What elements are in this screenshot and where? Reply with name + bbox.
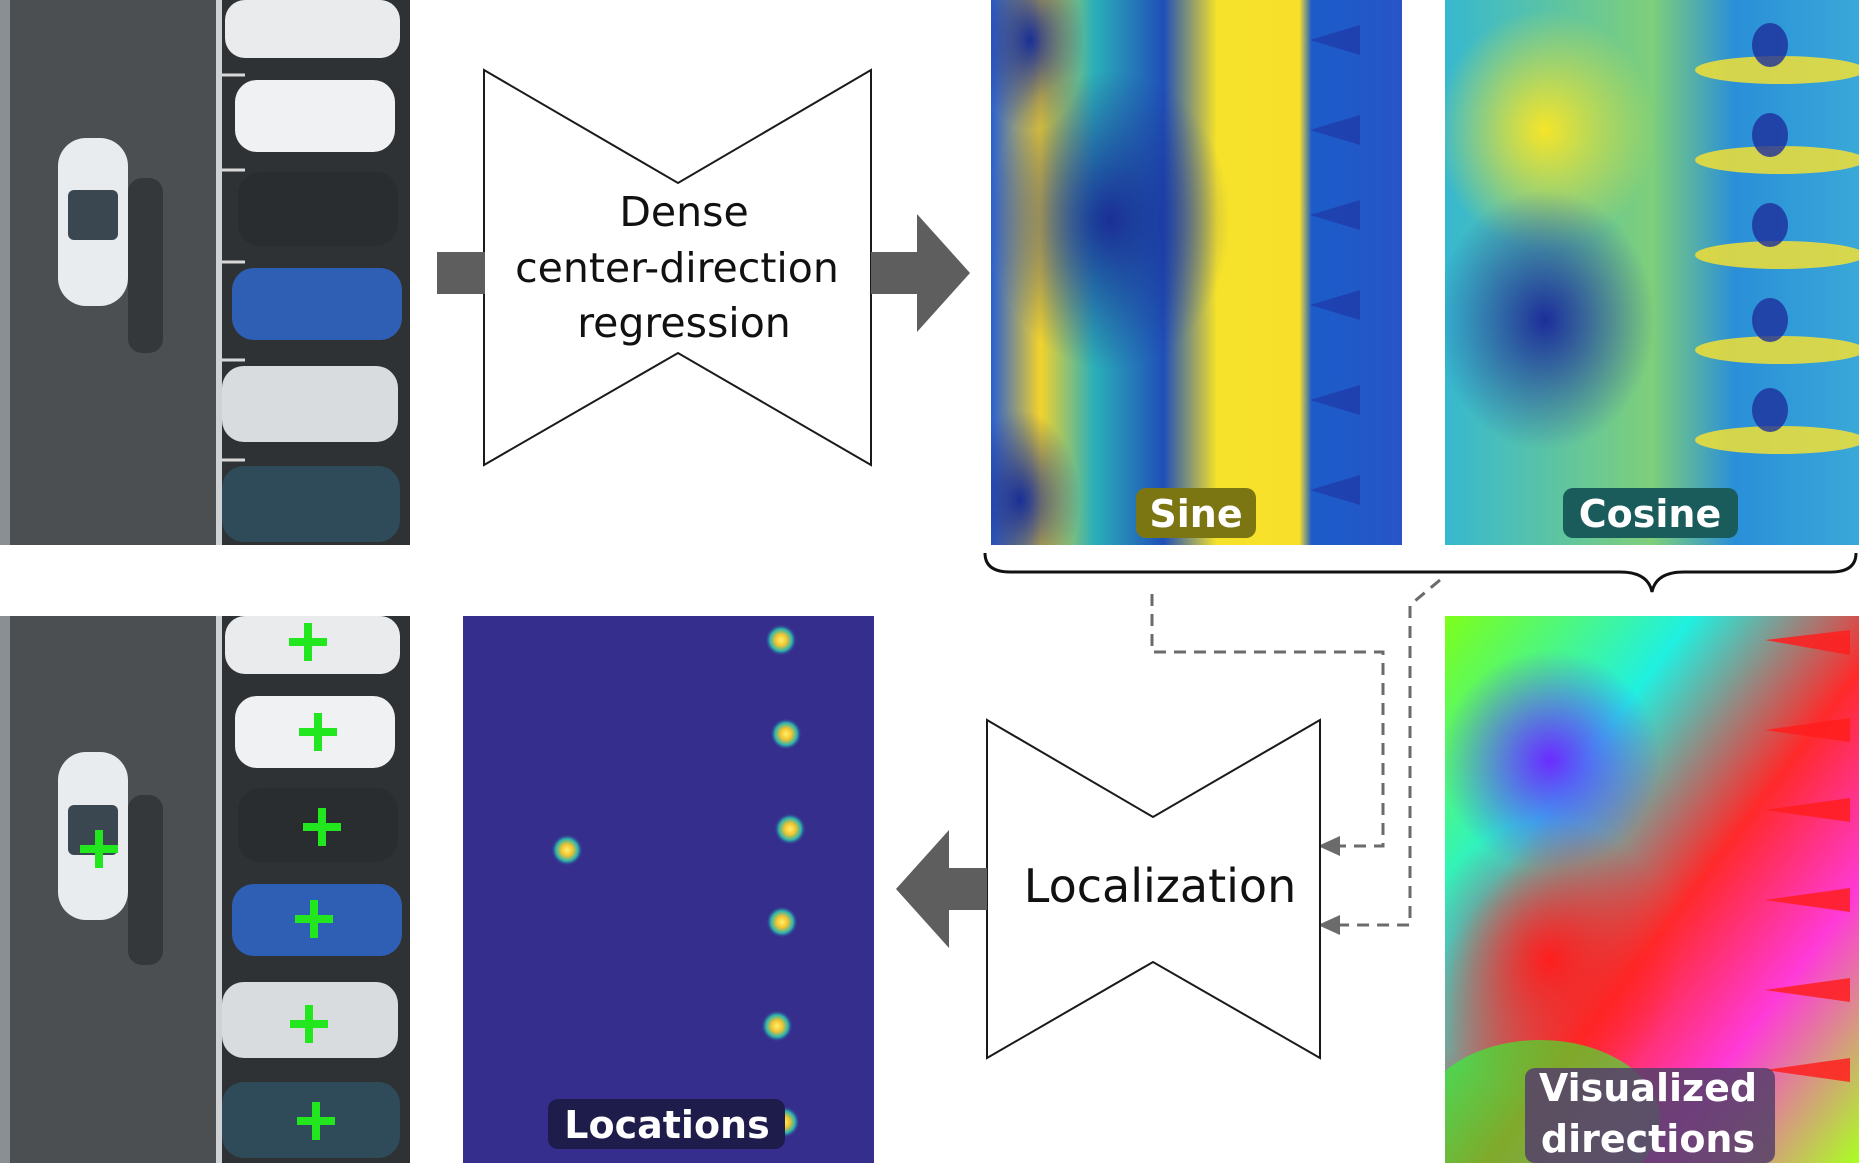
locations-heatmap [463, 616, 874, 1163]
dashed-connectors [1150, 578, 1441, 927]
visualized-directions-badge: Visualized directions [1525, 1066, 1775, 1163]
localization-output-arrow [896, 830, 987, 948]
cosine-badge: Cosine [1563, 488, 1738, 538]
detection-mark-icon [80, 830, 118, 868]
detection-mark-icon [297, 1102, 335, 1140]
svg-text:Visualized: Visualized [1539, 1066, 1757, 1110]
input-arrow-shaft [437, 252, 485, 294]
svg-text:Locations: Locations [564, 1103, 769, 1147]
detection-mark-icon [299, 713, 337, 751]
detection-mark-icon [290, 1005, 328, 1043]
locations-badge: Locations [548, 1099, 785, 1149]
regression-label-line3: regression [577, 299, 791, 347]
sine-map [991, 0, 1402, 545]
detection-mark-icon [295, 900, 333, 938]
grouping-brace [983, 552, 1858, 593]
aerial-image-detections [0, 616, 410, 1163]
regression-label-line1: Dense [619, 188, 748, 236]
svg-text:Sine: Sine [1149, 492, 1242, 536]
dashed-arrowhead-2 [1318, 915, 1340, 935]
sine-badge: Sine [1136, 488, 1256, 538]
aerial-image-input [0, 0, 410, 545]
dashed-arrowhead-1 [1318, 836, 1340, 856]
svg-text:directions: directions [1541, 1117, 1755, 1161]
cosine-map [1445, 0, 1859, 545]
localization-label: Localization [1024, 859, 1296, 913]
detection-mark-icon [289, 623, 327, 661]
regression-label-line2: center-direction [515, 244, 839, 292]
output-arrow [871, 214, 970, 332]
regression-network-block: Dense center-direction regression [483, 68, 872, 467]
localization-network-block: Localization [986, 718, 1321, 1060]
svg-text:Cosine: Cosine [1579, 492, 1721, 536]
detection-mark-icon [303, 808, 341, 846]
